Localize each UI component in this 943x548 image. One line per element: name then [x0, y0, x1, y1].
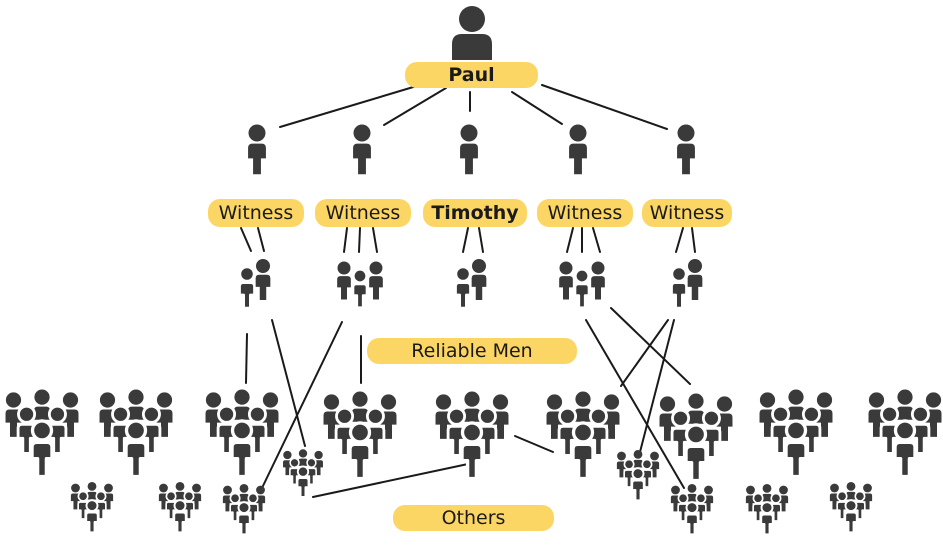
- person-pair-icon: [670, 259, 703, 310]
- person-trio-icon: [337, 261, 383, 309]
- connector-lines: [240, 84, 696, 498]
- label-timothy: Timothy: [423, 199, 527, 227]
- crowd-icon: [205, 389, 279, 479]
- figures: [5, 6, 942, 536]
- person-icon: [569, 124, 587, 175]
- crowd-icon: [616, 449, 660, 502]
- crowd-icon: [158, 481, 202, 534]
- crowd-icon: [759, 389, 833, 479]
- person-icon: [460, 124, 478, 175]
- crowd-icon: [868, 389, 942, 479]
- crowd-icon: [323, 391, 397, 481]
- crowd-icon: [670, 483, 714, 536]
- label-witness-1: Witness: [208, 199, 304, 227]
- crowd-icon: [283, 449, 323, 498]
- crowd-icon: [659, 393, 733, 483]
- label-paul: Paul: [405, 62, 538, 88]
- crowd-icon: [99, 389, 173, 479]
- label-witness-2: Witness: [315, 199, 411, 227]
- person-trio-icon: [559, 261, 605, 309]
- crowd-icon: [829, 481, 873, 534]
- crowd-icon: [745, 483, 789, 536]
- crowd-icon: [5, 389, 79, 479]
- crowd-icon: [70, 481, 114, 534]
- person-icon: [677, 124, 695, 175]
- label-reliable-men: Reliable Men: [367, 338, 577, 364]
- person-pair-icon: [454, 259, 487, 310]
- label-witness-5: Witness: [642, 199, 732, 227]
- person-icon: [248, 124, 266, 175]
- person-pair-icon: [238, 259, 271, 310]
- label-witness-4: Witness: [537, 199, 633, 227]
- crowd-icon: [546, 391, 620, 481]
- label-others: Others: [393, 505, 554, 531]
- crowd-icon: [222, 483, 266, 536]
- person-icon: [452, 6, 492, 60]
- person-icon: [353, 124, 371, 175]
- crowd-icon: [435, 391, 509, 481]
